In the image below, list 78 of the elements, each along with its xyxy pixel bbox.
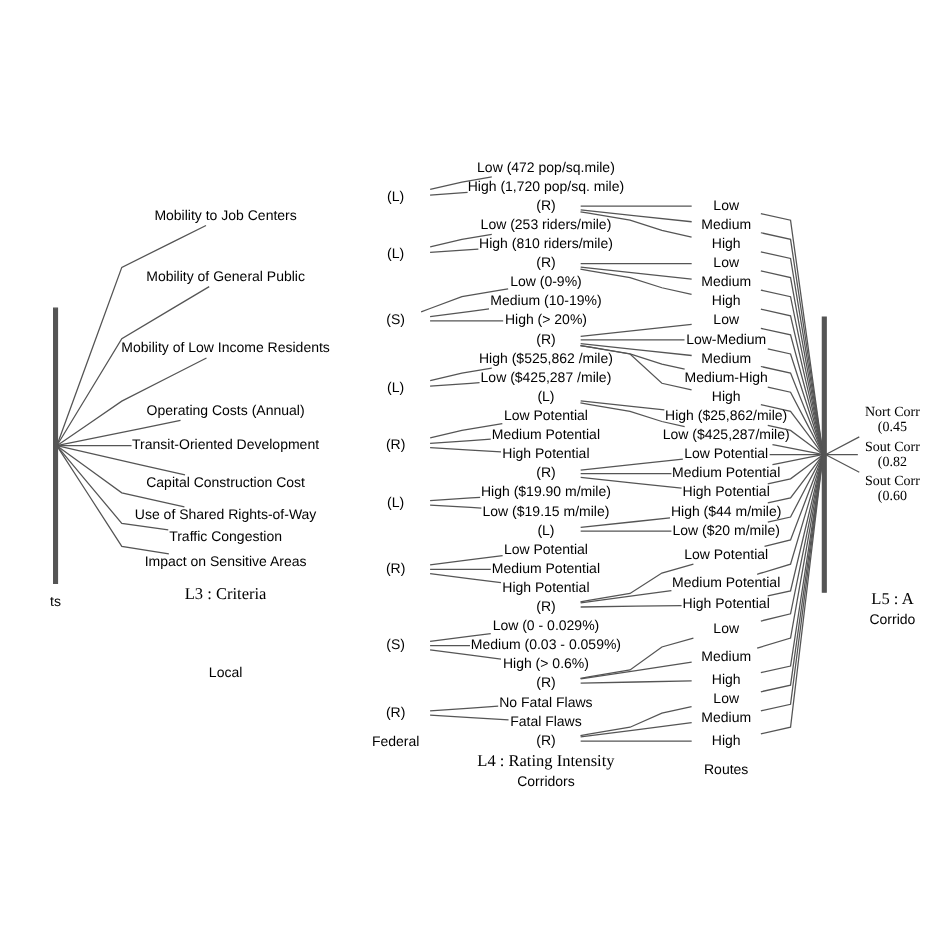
connector [580,660,693,679]
connector [579,267,693,294]
node-bar [53,306,59,583]
connector [580,208,693,222]
connector [760,456,823,621]
connector [771,453,823,465]
connector [429,381,481,386]
connector [580,529,673,531]
connector [56,444,186,507]
connector [56,223,207,444]
connector [429,644,471,646]
connector [429,503,482,508]
connector [579,636,695,678]
connector [580,457,684,470]
connector [825,453,860,472]
connector [429,446,502,452]
connector [767,453,823,484]
connector [429,190,469,195]
connector [56,284,210,445]
connector [825,435,860,454]
connector [580,475,683,488]
connector [429,571,502,583]
connector [429,366,493,381]
connector [756,456,823,648]
connector [760,364,823,453]
connector [579,210,693,237]
connector [767,454,823,503]
connector [580,472,673,474]
connector [56,356,208,445]
connector [580,261,693,264]
connector [429,232,493,247]
connector [56,444,169,530]
connector [429,247,479,252]
connector [579,562,695,602]
connector [429,319,504,321]
connector [771,442,823,455]
connector [580,588,673,603]
connector [825,453,859,455]
connector [767,385,823,453]
connector [756,455,823,574]
connector [429,495,481,501]
connector [580,739,693,741]
connector [580,204,693,206]
connector [767,423,823,454]
connector [580,516,671,528]
connector [767,454,823,522]
connector [420,287,509,312]
connector [579,343,693,390]
connector [429,421,503,438]
connector [429,567,492,569]
connector [580,720,693,737]
connector [57,444,133,446]
connector [429,175,493,190]
connector [580,399,665,410]
connector [767,347,823,453]
connector [580,679,693,683]
connector [56,445,170,554]
connector [429,631,492,642]
connector [769,453,823,455]
node-bar [821,315,827,592]
connector [429,307,490,317]
connector [429,553,504,565]
connector [57,418,182,446]
connector [429,713,510,720]
connector [767,455,823,596]
connector [579,704,693,736]
connector [429,704,499,711]
connector [763,455,823,546]
connector [580,603,683,607]
connector [580,338,686,340]
connector [580,265,693,279]
connector [760,403,823,454]
connector [580,341,693,356]
connector [429,437,492,444]
connector [579,401,686,427]
connector [429,648,502,659]
connector [57,444,186,475]
connector [580,322,693,336]
